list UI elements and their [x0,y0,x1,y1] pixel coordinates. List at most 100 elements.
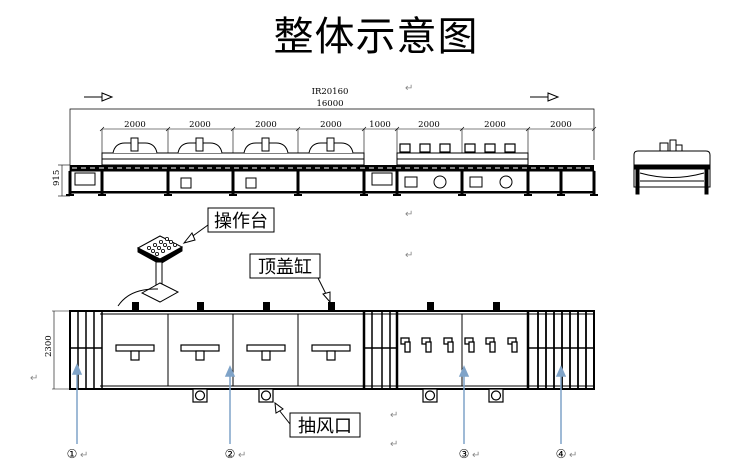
cooling-fan-body [489,341,496,353]
total-length-dimension-line [69,108,595,190]
frame-leg [296,171,300,196]
frame-leg [68,171,72,196]
exhaust-port-hole [490,390,502,401]
console-key [164,236,169,241]
top-cover-cylinder-icon [493,302,500,311]
frame-leg [592,171,596,196]
exhaust-callout: 抽风口 [298,416,352,437]
cooling-fan-body [468,341,475,353]
frame-foot [524,194,532,196]
end-view [633,139,711,195]
section-length-4: 2000 [320,120,342,130]
flow-arrow-left-icon [84,92,114,102]
heater-element [311,344,351,352]
svg-text:↵: ↵ [390,439,398,450]
cooling-fan-body [404,341,411,353]
cooling-fan [419,143,431,153]
exhaust-port-hole [194,390,206,401]
top-cover-cylinder-icon [427,302,434,311]
svg-text:↵: ↵ [30,373,38,384]
section-length-3: 2000 [255,120,277,130]
exhaust-port-hole [424,390,436,401]
frame-leg [559,171,563,196]
frame-leg [166,171,170,196]
frame-leg [395,171,399,196]
top-cover-cylinder-icon [328,302,335,311]
svg-text:↵: ↵ [390,410,398,421]
frame-leg [526,171,530,196]
heater-element [246,344,286,352]
total-length-label: 16000 [316,99,343,109]
svg-text:↵: ↵ [405,250,413,261]
frame-foot [393,194,401,196]
cylinder-callout: 顶盖缸 [258,256,312,278]
frame-foot [590,194,598,196]
console-key [166,245,171,250]
frame-leg [460,171,464,196]
frame-foot [164,194,172,196]
cooling-fan-body [447,341,454,353]
exhaust-callout-box [289,412,361,438]
exhaust-port-hole [260,390,272,401]
heater-element [180,344,220,352]
top-cover-cylinder-icon [197,302,204,311]
cooling-fan [504,143,516,153]
cooling-fan [399,143,411,153]
heater-motor [261,137,270,152]
console-key [154,251,159,256]
cooling-fan [464,143,476,153]
frame-leg [362,171,366,196]
console-key [156,245,161,250]
heater-fan [130,350,140,361]
cooling-fan [439,143,451,153]
cylinder-callout-box [249,253,321,279]
frame-leg [231,171,235,196]
frame-foot [229,194,237,196]
heater-fan [261,350,271,361]
frame-leg [100,171,104,196]
console-key [168,239,173,244]
motor-units [74,172,513,189]
svg-text:↵: ↵ [405,209,413,220]
paragraph-marks: ↵ ↵ ↵ ↵ ↵ ↵ ↵ ↵ ↵ ↵ [30,83,577,461]
console-key [152,242,157,247]
section-length-1: 2000 [124,120,146,130]
section-length-2: 2000 [189,120,211,130]
frame-foot [360,194,368,196]
heater-motor [326,137,335,152]
marker-1: ① [67,447,78,461]
pointer-arrows [71,363,567,444]
heater-element [115,344,155,352]
marker-4: ④ [556,447,567,461]
cooling-fan-body [425,341,432,353]
console-key [158,239,163,244]
dimension-tick [591,126,597,132]
console-callout: 操作台 [214,211,268,232]
frame-foot [458,194,466,196]
svg-text:↵: ↵ [405,83,413,94]
svg-text:↵: ↵ [472,450,480,461]
heater-fan [195,350,205,361]
heater-motor [130,137,139,152]
console-callout-box [207,207,275,233]
section-length-6: 2000 [418,120,440,130]
svg-text:↵: ↵ [569,450,577,461]
model-label: IR20160 [312,87,349,97]
cooling-fan-body [511,341,518,353]
frame-foot [557,194,565,196]
diagram-title: 整体示意图 [273,14,479,60]
console-key [160,248,165,253]
section-length-5: 1000 [369,120,391,130]
top-view: 操作台 顶盖缸 [44,207,595,461]
frame-foot [66,194,74,196]
console-key [146,245,151,250]
top-cover-cylinder-icon [132,302,139,311]
marker-2: ② [225,447,236,461]
heater-motor [195,137,204,152]
side-view: IR20160 16000 2000 2000 2000 2000 1000 2… [52,87,598,197]
frame-foot [98,194,106,196]
heating-hoods [101,152,529,166]
machine-frame [69,170,595,194]
width-label: 2300 [44,335,54,357]
